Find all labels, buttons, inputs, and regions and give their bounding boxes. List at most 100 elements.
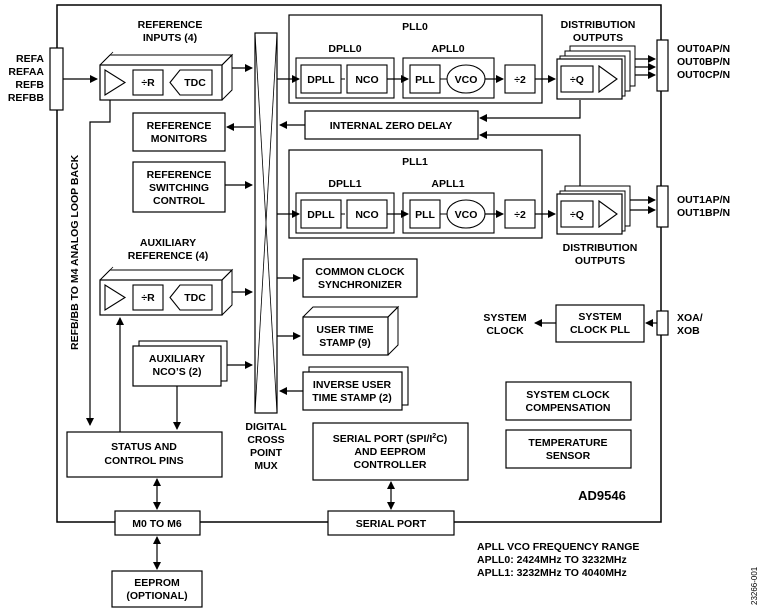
dist0-title2: OUTPUTS [573,32,623,44]
aux-ref-title2: REFERENCE (4) [128,250,209,262]
serial-port-controller-box [312,422,469,481]
xo-pin-block [656,310,669,336]
status-l1: STATUS AND [111,441,177,453]
uts-l2: STAMP (9) [319,337,371,349]
uts-l1: USER TIME [316,324,373,336]
apll1-title: APLL1 [431,178,464,190]
user-time-stamp-block: USER TIME STAMP (9) [302,305,400,356]
spc-l1: SERIAL PORT (SPI/I2C) [333,433,448,445]
izd-label: INTERNAL ZERO DELAY [330,120,453,132]
apll-range-l0: APLL0: 2424MHz TO 3232MHz [477,554,627,566]
apll0-title: APLL0 [431,43,464,55]
its-l1: INVERSE USER [313,379,392,391]
pll0-div2: ÷2 [514,74,526,86]
reference-monitors-box [132,112,226,152]
dist0-div-q: ÷Q [570,74,584,86]
sync-l1: COMMON CLOCK [315,266,405,278]
its-l2: TIME STAMP (2) [312,392,392,404]
internal-zero-delay-box [304,110,479,140]
temp-l1: TEMPERATURE [528,437,607,449]
dpll1-title: DPLL1 [328,178,361,190]
pll0-block: PLL0 DPLL0 APLL0 DPLL NCO PLL VCO ÷2 [288,14,543,104]
spc-l3: CONTROLLER [354,459,427,471]
serial-port-box [327,510,455,536]
pll0-vco: VCO [455,74,478,86]
ref-sw-l3: CONTROL [153,195,205,207]
ref-div-r: ÷R [141,77,155,89]
inverse-time-stamp-block: INVERSE USER TIME STAMP (2) [302,366,409,411]
reference-switching-box [132,161,226,213]
ref-monitors-l1: REFERENCE [147,120,212,132]
eeprom-l2: (OPTIONAL) [126,590,187,602]
ref-input-labels: REFA REFAA REFB REFBB [8,53,45,104]
serial-port-label: SERIAL PORT [356,518,427,530]
part-number: AD9546 [578,488,626,503]
pll1-pll: PLL [415,209,435,221]
m0m6-label: M0 TO M6 [132,518,182,530]
ref-inputs-title2: INPUTS (4) [143,32,197,44]
spc-l2: AND EEPROM [354,446,425,458]
loopback-label: REFB/BB TO M4 ANALOG LOOP BACK [69,154,81,350]
pll0-nco: NCO [355,74,378,86]
dist1-div-q: ÷Q [570,209,584,221]
sync-l2: SYNCHRONIZER [318,279,402,291]
syspll-l2: CLOCK PLL [570,324,631,336]
pll1-block: PLL1 DPLL1 APLL1 DPLL NCO PLL VCO ÷2 [288,149,543,239]
pll1-vco: VCO [455,209,478,221]
mux-l2: CROSS [247,434,284,446]
ref-inputs-title1: REFERENCE [138,19,203,31]
xo-l1: XOA/ [677,312,703,324]
pll0-title: PLL0 [402,21,428,33]
eeprom-box [111,570,203,608]
aux-div-r: ÷R [141,292,155,304]
label-refaa: REFAA [8,66,44,78]
apll-range-title: APLL VCO FREQUENCY RANGE [477,541,639,553]
aux-nco-block: AUXILIARY NCO’S (2) [132,340,228,387]
ref-sw-l2: SWITCHING [149,182,209,194]
dist1-title1: DISTRIBUTION [563,242,638,254]
out1b: OUT1BP/N [677,207,730,219]
mux-l1: DIGITAL [245,421,287,433]
dist0-block: ÷Q [556,45,636,100]
common-clock-sync-box [302,258,418,298]
comp-l1: SYSTEM CLOCK [526,389,610,401]
out0-pin-block [656,39,669,92]
pll0-dpll: DPLL [307,74,335,86]
out0a: OUT0AP/N [677,43,730,55]
out0c: OUT0CP/N [677,69,730,81]
temperature-sensor-box [505,429,632,469]
syspll-l1: SYSTEM [578,311,621,323]
out0b: OUT0BP/N [677,56,730,68]
aux-ref-block: ÷R TDC [99,266,234,316]
ref-inputs-block: ÷R TDC [99,51,234,101]
eeprom-l1: EEPROM [134,577,180,589]
figure-id: 23266-001 [750,566,759,605]
out1a: OUT1AP/N [677,194,730,206]
dist0-title1: DISTRIBUTION [561,19,636,31]
comp-l2: COMPENSATION [526,402,611,414]
sysclk-l1: SYSTEM [483,312,526,324]
ref-sw-l1: REFERENCE [147,169,212,181]
xo-l2: XOB [677,325,700,337]
m0-m6-box [114,510,201,536]
pll1-nco: NCO [355,209,378,221]
apll-range-l1: APLL1: 3232MHz TO 4040MHz [477,567,627,579]
aux-nco-l1: AUXILIARY [149,353,205,365]
pll1-dpll: DPLL [307,209,335,221]
ref-monitors-l2: MONITORS [151,133,207,145]
sysclk-l2: CLOCK [486,325,524,337]
out1-pin-block [656,185,669,228]
aux-ref-title1: AUXILIARY [140,237,196,249]
mux-l3: POINT [250,447,283,459]
label-refa: REFA [16,53,44,65]
sys-clock-compensation-box [505,381,632,421]
aux-nco-l2: NCO’S (2) [152,366,201,378]
input-pin-block [49,47,64,111]
dist1-title2: OUTPUTS [575,255,625,267]
dist1-block: ÷Q [556,185,631,235]
mux-l4: MUX [254,460,277,472]
pll1-title: PLL1 [402,156,428,168]
temp-l2: SENSOR [546,450,591,462]
aux-tdc: TDC [184,292,206,304]
